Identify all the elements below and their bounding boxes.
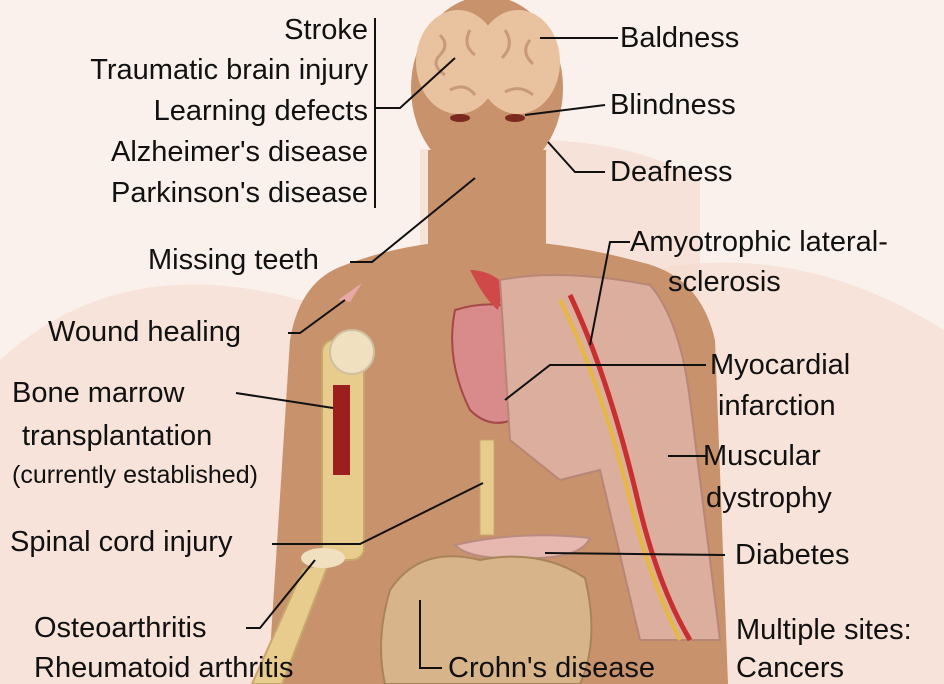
label-osteoarthritis: Osteoarthritis	[34, 610, 206, 646]
label-bone-marrow: Bone marrow	[12, 375, 184, 411]
label-deafness: Deafness	[610, 154, 733, 190]
left-eye	[450, 114, 470, 122]
label-md-line2: dystrophy	[706, 480, 832, 516]
label-mi-line1: Myocardial	[710, 347, 850, 383]
label-crohns-disease: Crohn's disease	[448, 650, 655, 684]
label-traumatic-brain-injury: Traumatic brain injury	[90, 52, 368, 88]
label-learning-defects: Learning defects	[154, 93, 368, 129]
elbow-joint	[301, 548, 345, 568]
label-mi-line2: infarction	[718, 388, 836, 424]
neck	[428, 150, 546, 250]
label-transplantation: transplantation	[22, 418, 212, 454]
label-rheumatoid-arthritis: Rheumatoid arthritis	[34, 650, 294, 684]
label-parkinsons: Parkinson's disease	[111, 175, 368, 211]
label-alzheimers: Alzheimer's disease	[111, 134, 368, 170]
label-blindness: Blindness	[610, 87, 736, 123]
label-wound-healing: Wound healing	[48, 314, 241, 350]
right-eye	[505, 114, 525, 122]
label-multiple-sites: Multiple sites:	[736, 612, 912, 648]
label-als-line2: sclerosis	[668, 264, 781, 300]
label-currently-established: (currently established)	[12, 457, 258, 493]
label-md-line1: Muscular	[703, 438, 821, 474]
label-missing-teeth: Missing teeth	[148, 242, 319, 278]
label-cancers: Cancers	[736, 650, 844, 684]
spinal-cord	[480, 440, 494, 535]
label-diabetes: Diabetes	[735, 537, 849, 573]
label-als-line1: Amyotrophic lateral-	[630, 224, 888, 260]
humerus-head	[330, 330, 374, 374]
label-spinal-cord-injury: Spinal cord injury	[10, 524, 232, 560]
brain-right-hemisphere	[476, 10, 560, 114]
label-baldness: Baldness	[620, 20, 739, 56]
bone-marrow	[333, 385, 350, 475]
label-stroke: Stroke	[284, 12, 368, 48]
